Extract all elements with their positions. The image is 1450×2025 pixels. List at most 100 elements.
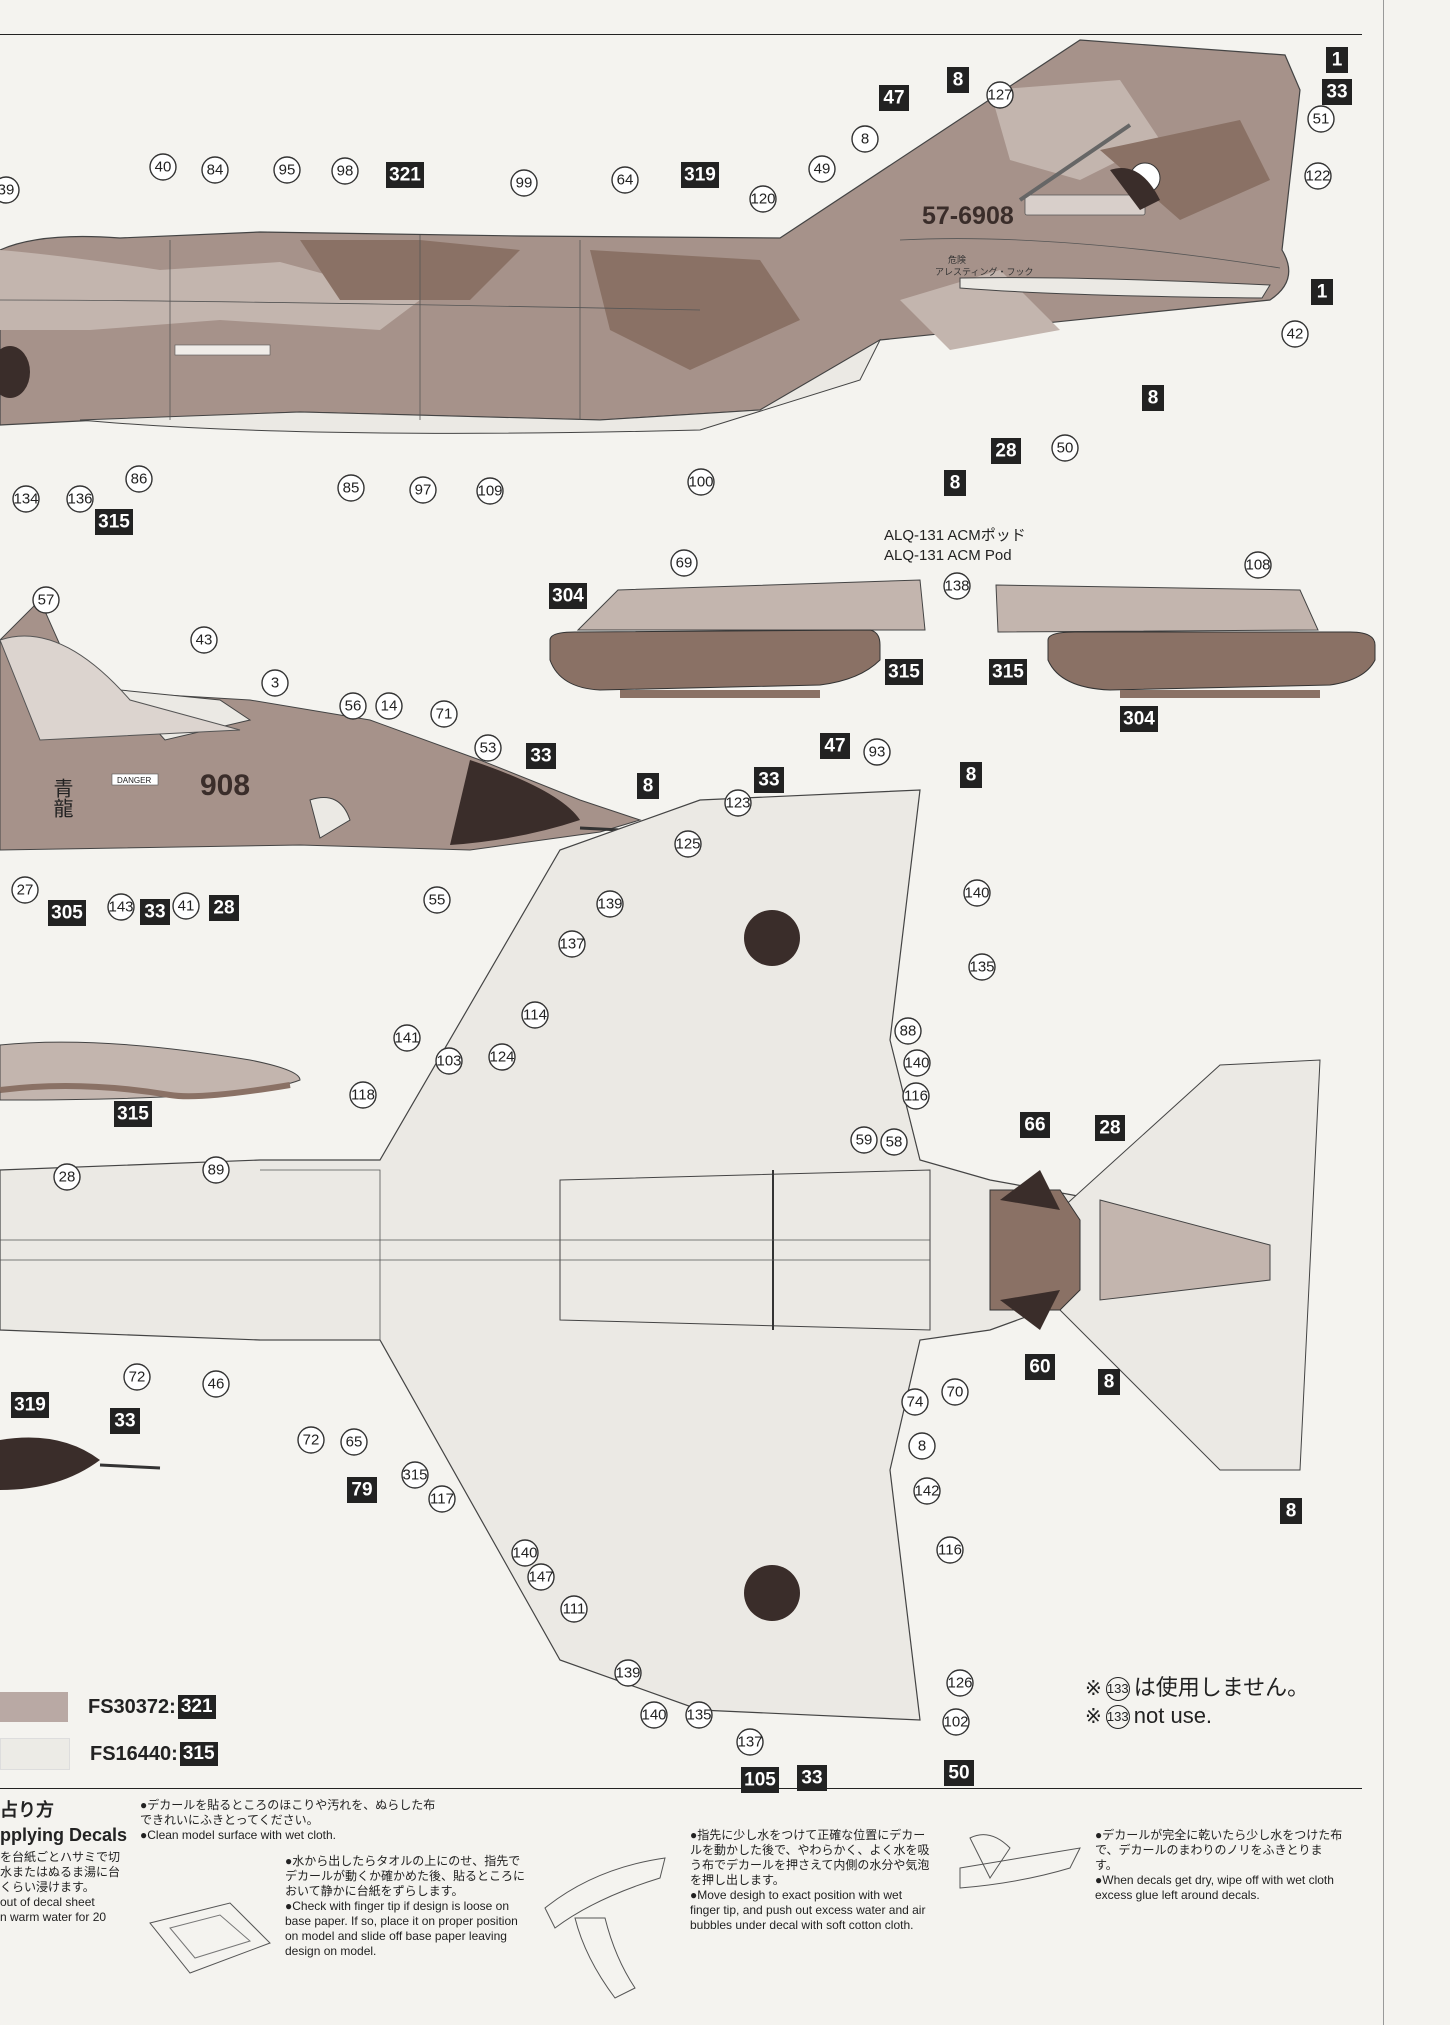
decal-number-callout: 41 <box>172 892 200 920</box>
decal-number-callout: 126 <box>946 1669 974 1697</box>
decal-number: 72 <box>129 1369 146 1386</box>
decal-number-callout: 140 <box>963 879 991 907</box>
title-en: pplying Decals <box>0 1825 128 1845</box>
swatch-number: 321 <box>177 1695 216 1719</box>
nose-number: 908 <box>200 769 250 802</box>
decal-number: 8 <box>950 473 961 494</box>
decal-number-callout: 72 <box>297 1426 325 1454</box>
decal-number-callout: 8 <box>851 125 879 153</box>
decal-number: 33 <box>1326 82 1347 103</box>
decal-number: 98 <box>337 163 354 180</box>
decal-number-box: 79 <box>347 1477 377 1503</box>
decal-number-callout: 135 <box>968 953 996 981</box>
decal-number-box: 1 <box>1311 279 1333 305</box>
decal-number: 136 <box>67 491 92 508</box>
decal-number: 147 <box>528 1569 553 1586</box>
decal-number: 69 <box>676 555 693 572</box>
note-number: 133 <box>1105 1705 1130 1730</box>
step-3-text: ●指先に少し水をつけて正確な位置にデカールを動かした後で、やわらかく、よく水を吸… <box>690 1828 935 1933</box>
swatch-row-321: FS30372:321 <box>0 1690 216 1724</box>
step-text-ja: ●デカールが完全に乾いたら少し水をつけた布で、デカールのまわりのノリをふきとりま… <box>1095 1828 1343 1872</box>
pod-caption: ALQ-131 ACMポッド ALQ-131 ACM Pod <box>884 526 1026 566</box>
decal-number: 33 <box>801 1768 822 1789</box>
decal-number-callout: 103 <box>435 1047 463 1075</box>
decal-number: 33 <box>530 746 551 767</box>
decal-number-callout: 109 <box>476 477 504 505</box>
decal-number-callout: 147 <box>527 1563 555 1591</box>
decal-number: 8 <box>918 1438 926 1455</box>
decal-number: 140 <box>512 1545 537 1562</box>
decal-number-callout: 59 <box>850 1126 878 1154</box>
nose-side-view: 908 青龍 DANGER <box>0 599 661 851</box>
decal-number: 8 <box>953 70 964 91</box>
decal-number: 304 <box>1123 709 1155 730</box>
decal-number-callout: 122 <box>1304 162 1332 190</box>
decal-number: 88 <box>900 1023 917 1040</box>
nose-kanji: 青龍 <box>50 778 74 818</box>
decal-number-box: 33 <box>754 767 784 793</box>
decal-number: 117 <box>430 1491 454 1508</box>
decal-number: 102 <box>943 1714 968 1731</box>
decal-number-box: 33 <box>110 1408 140 1434</box>
decal-number: 127 <box>987 87 1012 104</box>
decal-number: 124 <box>489 1049 514 1066</box>
decal-number: 85 <box>343 480 360 497</box>
decal-number-box: 319 <box>11 1392 49 1418</box>
decal-number: 60 <box>1029 1357 1050 1378</box>
decal-number: 64 <box>617 172 634 189</box>
decal-number: 109 <box>477 483 502 500</box>
decal-number-box: 33 <box>1322 79 1352 105</box>
decal-number-callout: 53 <box>474 734 502 762</box>
decal-number: 74 <box>907 1394 924 1411</box>
danger-tag: 危険 <box>948 254 966 265</box>
decal-number-callout: 27 <box>11 876 39 904</box>
decal-number: 111 <box>563 1601 586 1618</box>
decal-number-box: 28 <box>209 895 239 921</box>
decal-number-callout: 137 <box>558 930 586 958</box>
decal-number-callout: 139 <box>614 1659 642 1687</box>
decal-number: 138 <box>944 578 969 595</box>
decal-number-callout: 114 <box>521 1001 549 1029</box>
step-text-ja: ●指先に少し水をつけて正確な位置にデカールを動かした後で、やわらかく、よく水を吸… <box>690 1828 930 1887</box>
decal-number-callout: 57 <box>32 586 60 614</box>
pod-caption-ja: ALQ-131 ACMポッド <box>884 527 1026 544</box>
intro-line: 水またはぬるま湯に台 <box>0 1865 121 1879</box>
decal-number-callout: 72 <box>123 1363 151 1391</box>
decal-number-callout: 55 <box>423 886 451 914</box>
decal-number: 3 <box>271 675 279 692</box>
color-swatch <box>0 1738 70 1770</box>
intro-line: を台紙ごとハサミで切 <box>0 1850 121 1864</box>
decal-number-callout: 69 <box>670 549 698 577</box>
decal-number-callout: 100 <box>687 468 715 496</box>
decal-number-callout: 137 <box>736 1728 764 1756</box>
decal-number-box: 8 <box>947 67 969 93</box>
decal-number: 135 <box>686 1707 711 1724</box>
note-text-en: not use. <box>1133 1703 1213 1728</box>
decal-number: 123 <box>725 795 750 812</box>
decal-number: 140 <box>964 885 989 902</box>
decal-number-callout: 102 <box>942 1708 970 1736</box>
decal-number-callout: 118 <box>349 1081 377 1109</box>
acm-pod-right <box>995 584 1376 698</box>
page-edge <box>1383 0 1384 2025</box>
cloth-illustration <box>959 1834 1081 1889</box>
decal-number: 122 <box>1305 168 1330 185</box>
intro-line: out of decal sheet <box>0 1895 95 1909</box>
decal-number: 8 <box>1104 1372 1115 1393</box>
instructions-divider <box>0 1788 1362 1789</box>
decal-number: 55 <box>429 892 446 909</box>
pod-caption-en: ALQ-131 ACM Pod <box>884 547 1012 564</box>
decal-number-callout: 84 <box>201 156 229 184</box>
decal-number: 8 <box>1148 388 1159 409</box>
decal-number: 116 <box>938 1542 962 1559</box>
decal-number-box: 8 <box>960 762 982 788</box>
decal-number: 86 <box>131 471 148 488</box>
decal-number-box: 8 <box>1098 1369 1120 1395</box>
decal-number: 125 <box>675 836 700 853</box>
decal-number: 33 <box>758 770 779 791</box>
decal-number-callout: 88 <box>894 1017 922 1045</box>
decal-number: 141 <box>394 1030 419 1047</box>
decal-number-callout: 142 <box>913 1477 941 1505</box>
decal-number: 8 <box>966 765 977 786</box>
